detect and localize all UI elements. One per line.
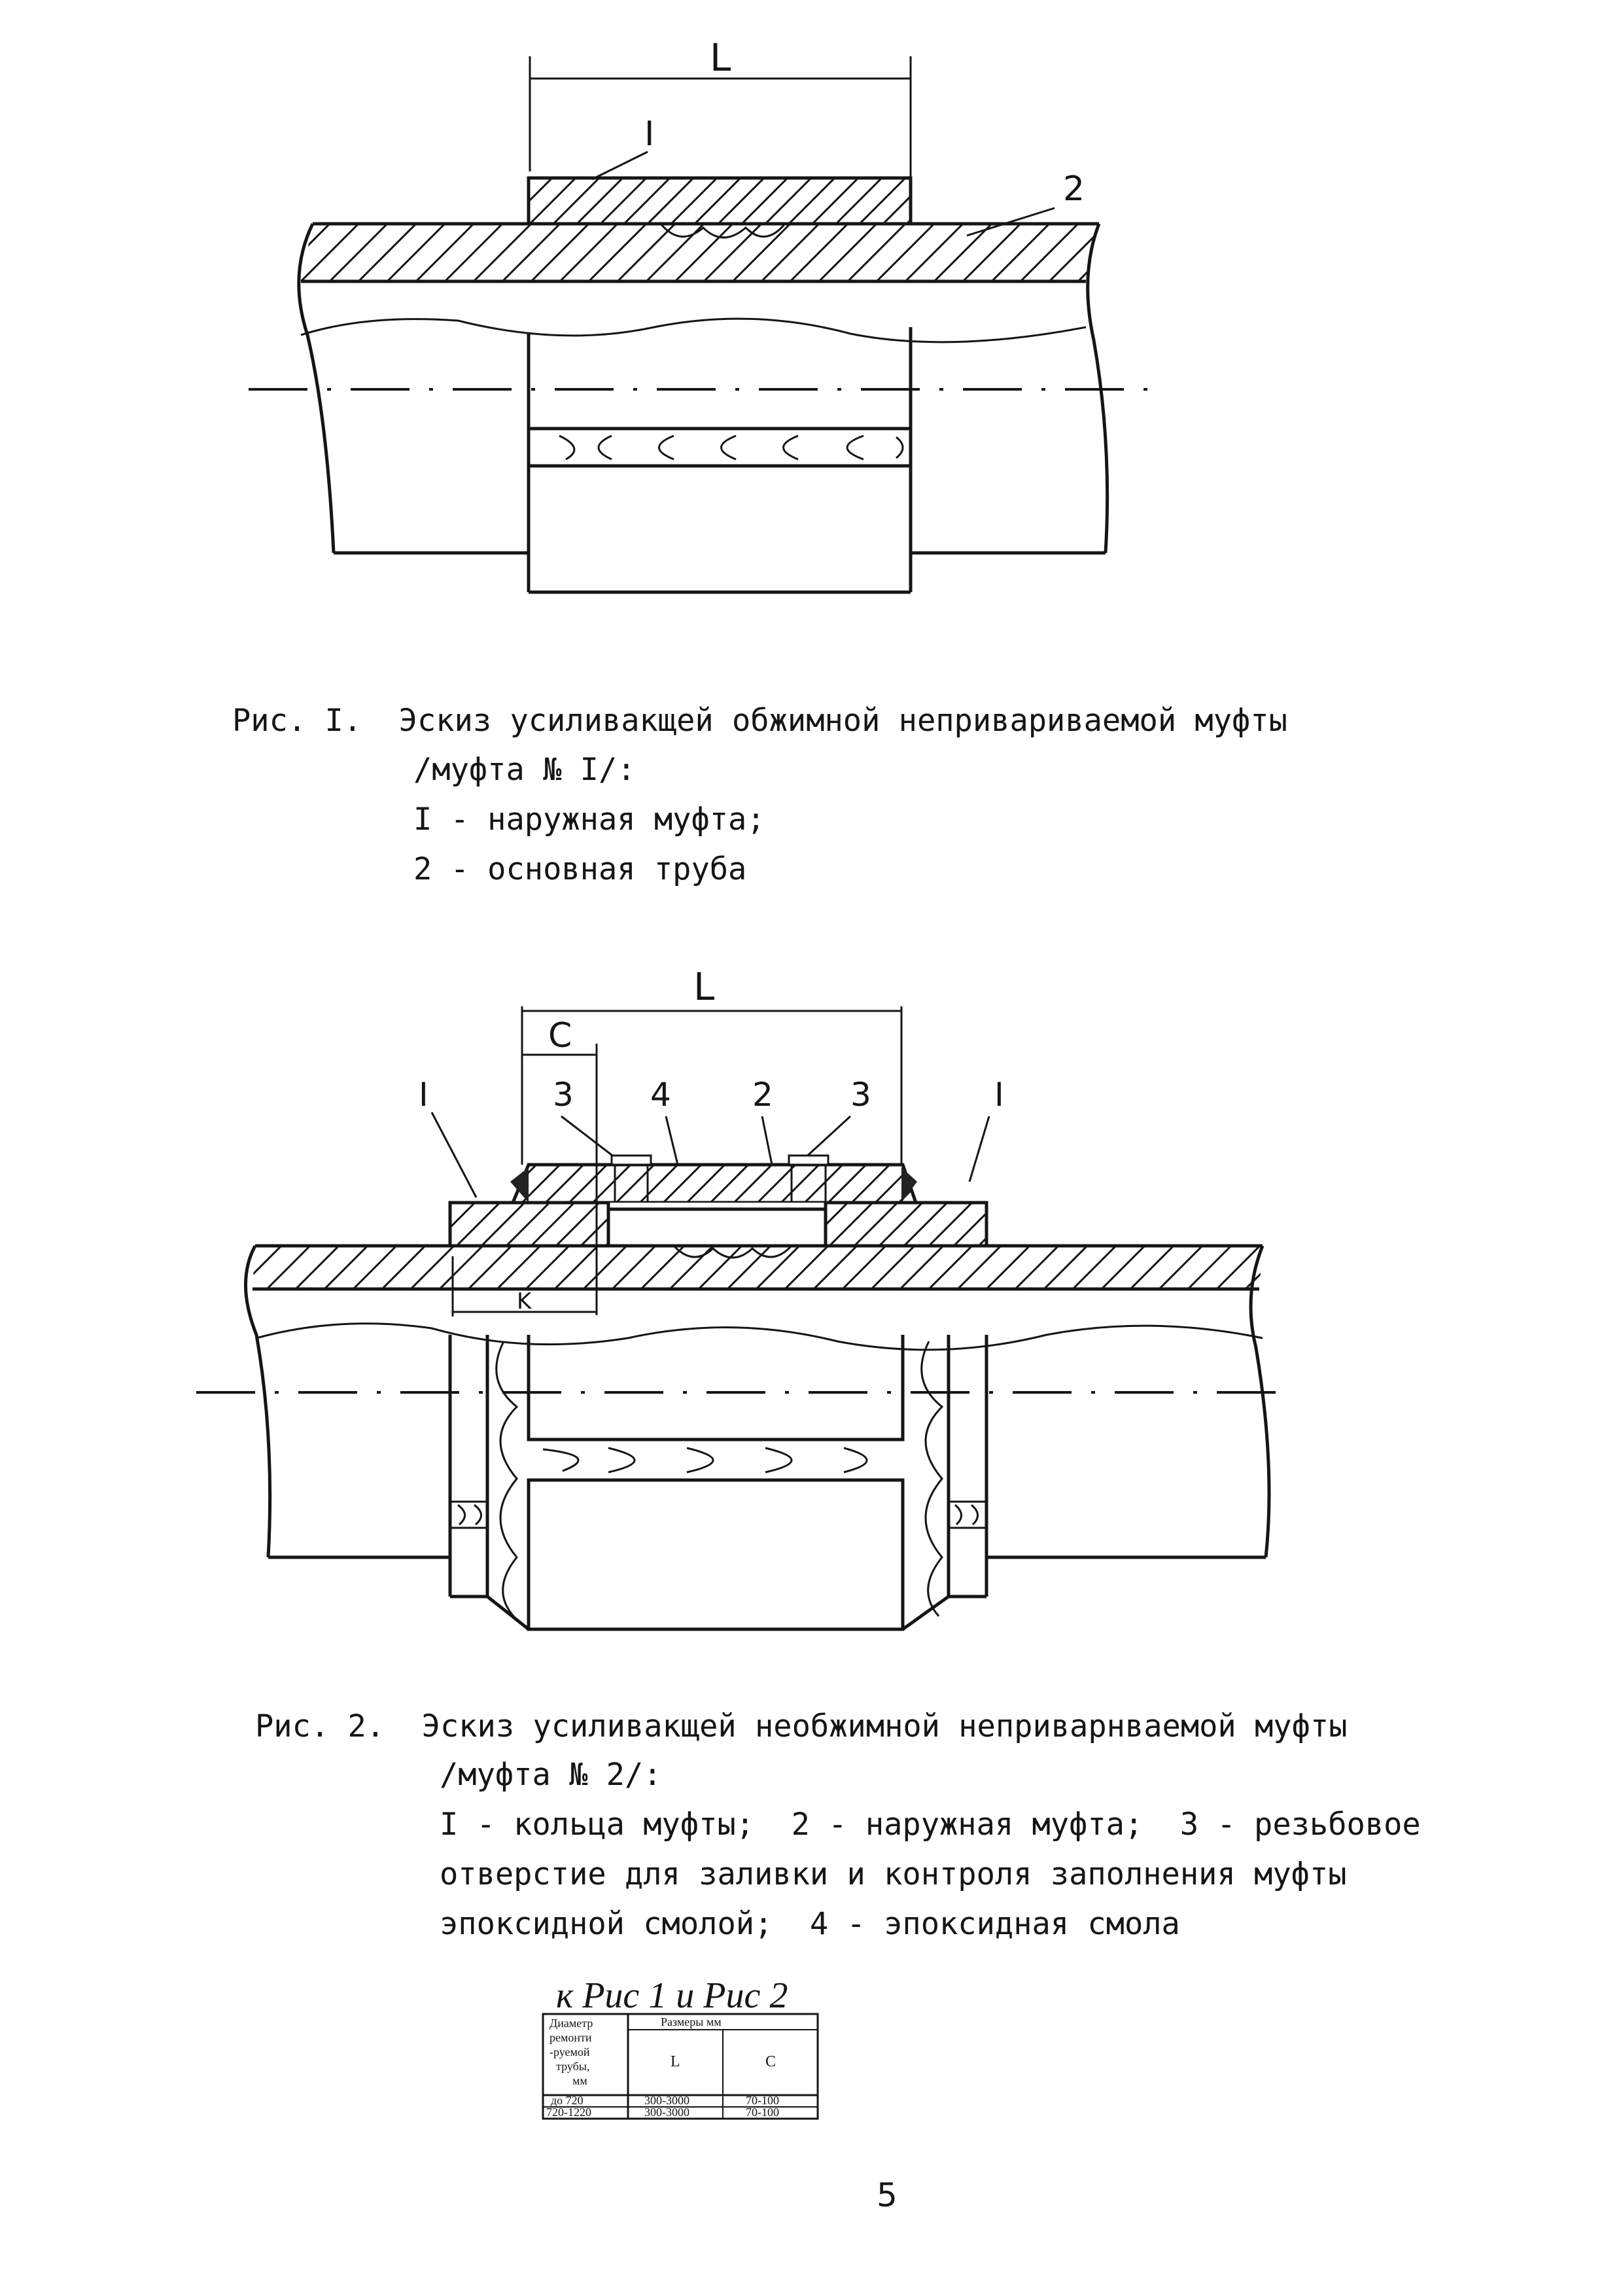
table-header-col1-line2: ремонти (550, 2031, 592, 2044)
fig2-pipe-body (244, 1245, 1271, 1559)
table-row-1-L: 300-3000 (644, 2094, 689, 2107)
fig1-dim-L-label: L (710, 35, 731, 80)
fig2-label-outer-sleeve: 2 (752, 1076, 773, 1114)
page-number: 5 (877, 2176, 898, 2214)
fig2-dimension-K (451, 1256, 597, 1316)
fig2-dim-C-label: C (548, 1016, 572, 1055)
table-header-col1-line1: Диаметр (550, 2017, 593, 2030)
table-header-col1-line5: мм (572, 2074, 587, 2087)
fig2-dim-K-label: K (517, 1288, 532, 1315)
fig1-label-2: 2 (1063, 169, 1085, 209)
fig2-caption-line-2: /муфта № 2/: (440, 1757, 662, 1793)
fig1-caption-line-1: Рис. I. Эскиз усиливакщей обжимной непри… (232, 703, 1287, 739)
fig2-caption-line-5: эпоксидной смолой; 4 - эпоксидная смола (440, 1906, 1180, 1942)
table-handwritten-title: к Рис 1 и Рис 2 (556, 1975, 788, 2016)
fig1-dimension-L (529, 56, 912, 178)
fig2-dimension-C (522, 1044, 598, 1315)
table-row-2-diameter: 720-1220 (546, 2106, 591, 2119)
fig2-dim-L-label: L (693, 964, 714, 1009)
fig2-outer-sleeve (510, 1154, 918, 1205)
fig2-label-epoxy: 4 (650, 1076, 671, 1114)
fig2-coupling-section (448, 1335, 988, 1631)
fig1-pipe-body (297, 222, 1109, 555)
fig1-caption-line-2: /муфта № I/: (413, 752, 636, 788)
fig2-label-hole-right: 3 (850, 1076, 871, 1114)
table-header-col1-line3: -руемой (550, 2045, 590, 2058)
fig2-caption-line-4: отверстие для заливки и контроля заполне… (440, 1856, 1347, 1892)
table-row-2-L: 300-3000 (644, 2106, 689, 2119)
fig1-caption-line-4: 2 - основная труба (413, 851, 747, 887)
fig2-label-hole-left: 3 (553, 1076, 574, 1114)
fig1-label-1: I (644, 115, 654, 154)
fig2-pipe-wall (253, 1244, 1263, 1291)
fig1-caption-line-3: I - наружная муфта; (413, 802, 765, 838)
table-row-2-C: 70-100 (746, 2106, 779, 2119)
fig2-label-ring-right: I (994, 1076, 1004, 1114)
table-row-1-diameter: до 720 (551, 2094, 584, 2107)
table-row-1-C: 70-100 (746, 2094, 779, 2107)
table-header-L: L (671, 2053, 680, 2070)
size-table: к Рис 1 и Рис 2 Диаметр ремонти -руемой … (542, 1975, 819, 2120)
table-header-span: Размеры мм (661, 2015, 722, 2028)
fig2-rings (448, 1201, 988, 1248)
table-header-col1-line4: трубы, (556, 2060, 589, 2073)
table-header-C: C (765, 2053, 776, 2070)
fig1-pipe-wall (301, 222, 1099, 283)
fig1-outer-sleeve (527, 176, 913, 226)
fig1-sleeve-section (527, 327, 913, 594)
fig2-caption-line-1: Рис. 2. Эскиз усиливакщей необжимной неп… (255, 1708, 1348, 1744)
fig2-caption-line-3: I - кольца муфты; 2 - наружная муфта; 3 … (440, 1807, 1421, 1843)
fig2-label-ring-left: I (419, 1076, 428, 1114)
fig2-dimension-L (521, 1006, 903, 1165)
